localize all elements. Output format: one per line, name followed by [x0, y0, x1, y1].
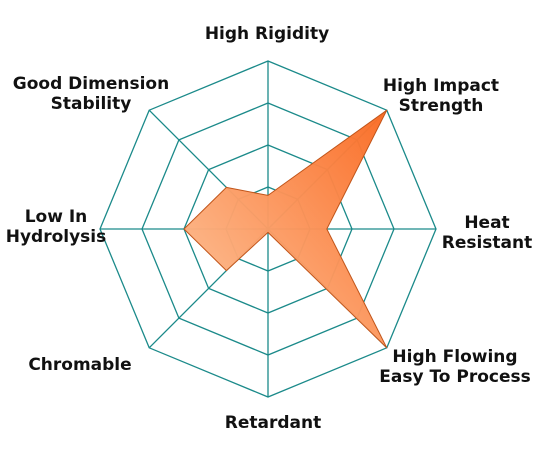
axis-label-line: Stability [51, 94, 132, 114]
axis-label-line: Strength [399, 96, 484, 116]
axis-label-line: Resistant [442, 233, 533, 253]
axis-label-line: High Rigidity [205, 24, 329, 44]
axis-label-line: High Impact [383, 76, 499, 96]
axis-label-line: Hydrolysis [6, 227, 107, 247]
axis-label-0: High Rigidity [205, 24, 329, 44]
axis-label-line: Low In [25, 207, 88, 227]
axis-label-line: Retardant [225, 413, 321, 433]
axis-label-4: Retardant [225, 413, 321, 433]
axis-label-line: Good Dimension [13, 74, 169, 94]
axis-label-line: Heat [464, 213, 509, 233]
axis-label-line: High Flowing [392, 347, 517, 367]
data-area [183, 109, 388, 349]
axis-label-5: Chromable [28, 355, 131, 375]
data-area-layer [183, 109, 388, 349]
axis-label-line: Chromable [28, 355, 131, 375]
axis-label-line: Easy To Process [379, 367, 531, 387]
